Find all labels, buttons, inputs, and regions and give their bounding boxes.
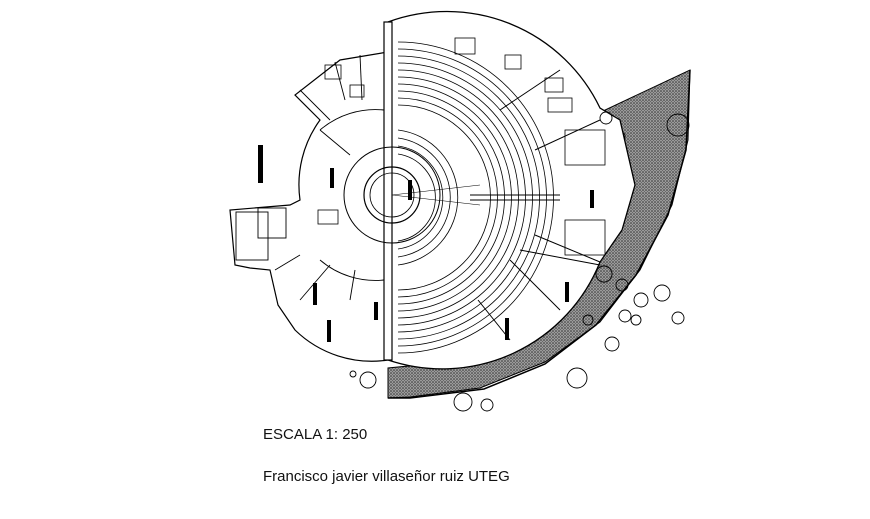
landscape-trees (349, 111, 690, 412)
central-rotunda (343, 146, 481, 244)
auditorium-seating (397, 41, 554, 354)
left-rooms (235, 54, 385, 301)
author-label: Francisco javier villaseñor ruiz UTEG (263, 468, 510, 485)
building-left-outline (229, 51, 389, 362)
plan-markers (258, 145, 594, 342)
scale-label: ESCALA 1: 250 (263, 426, 368, 443)
top-rooms (317, 37, 606, 256)
center-wall (383, 21, 393, 361)
radial-walls (470, 69, 601, 341)
garden-outer-edge (388, 69, 691, 399)
